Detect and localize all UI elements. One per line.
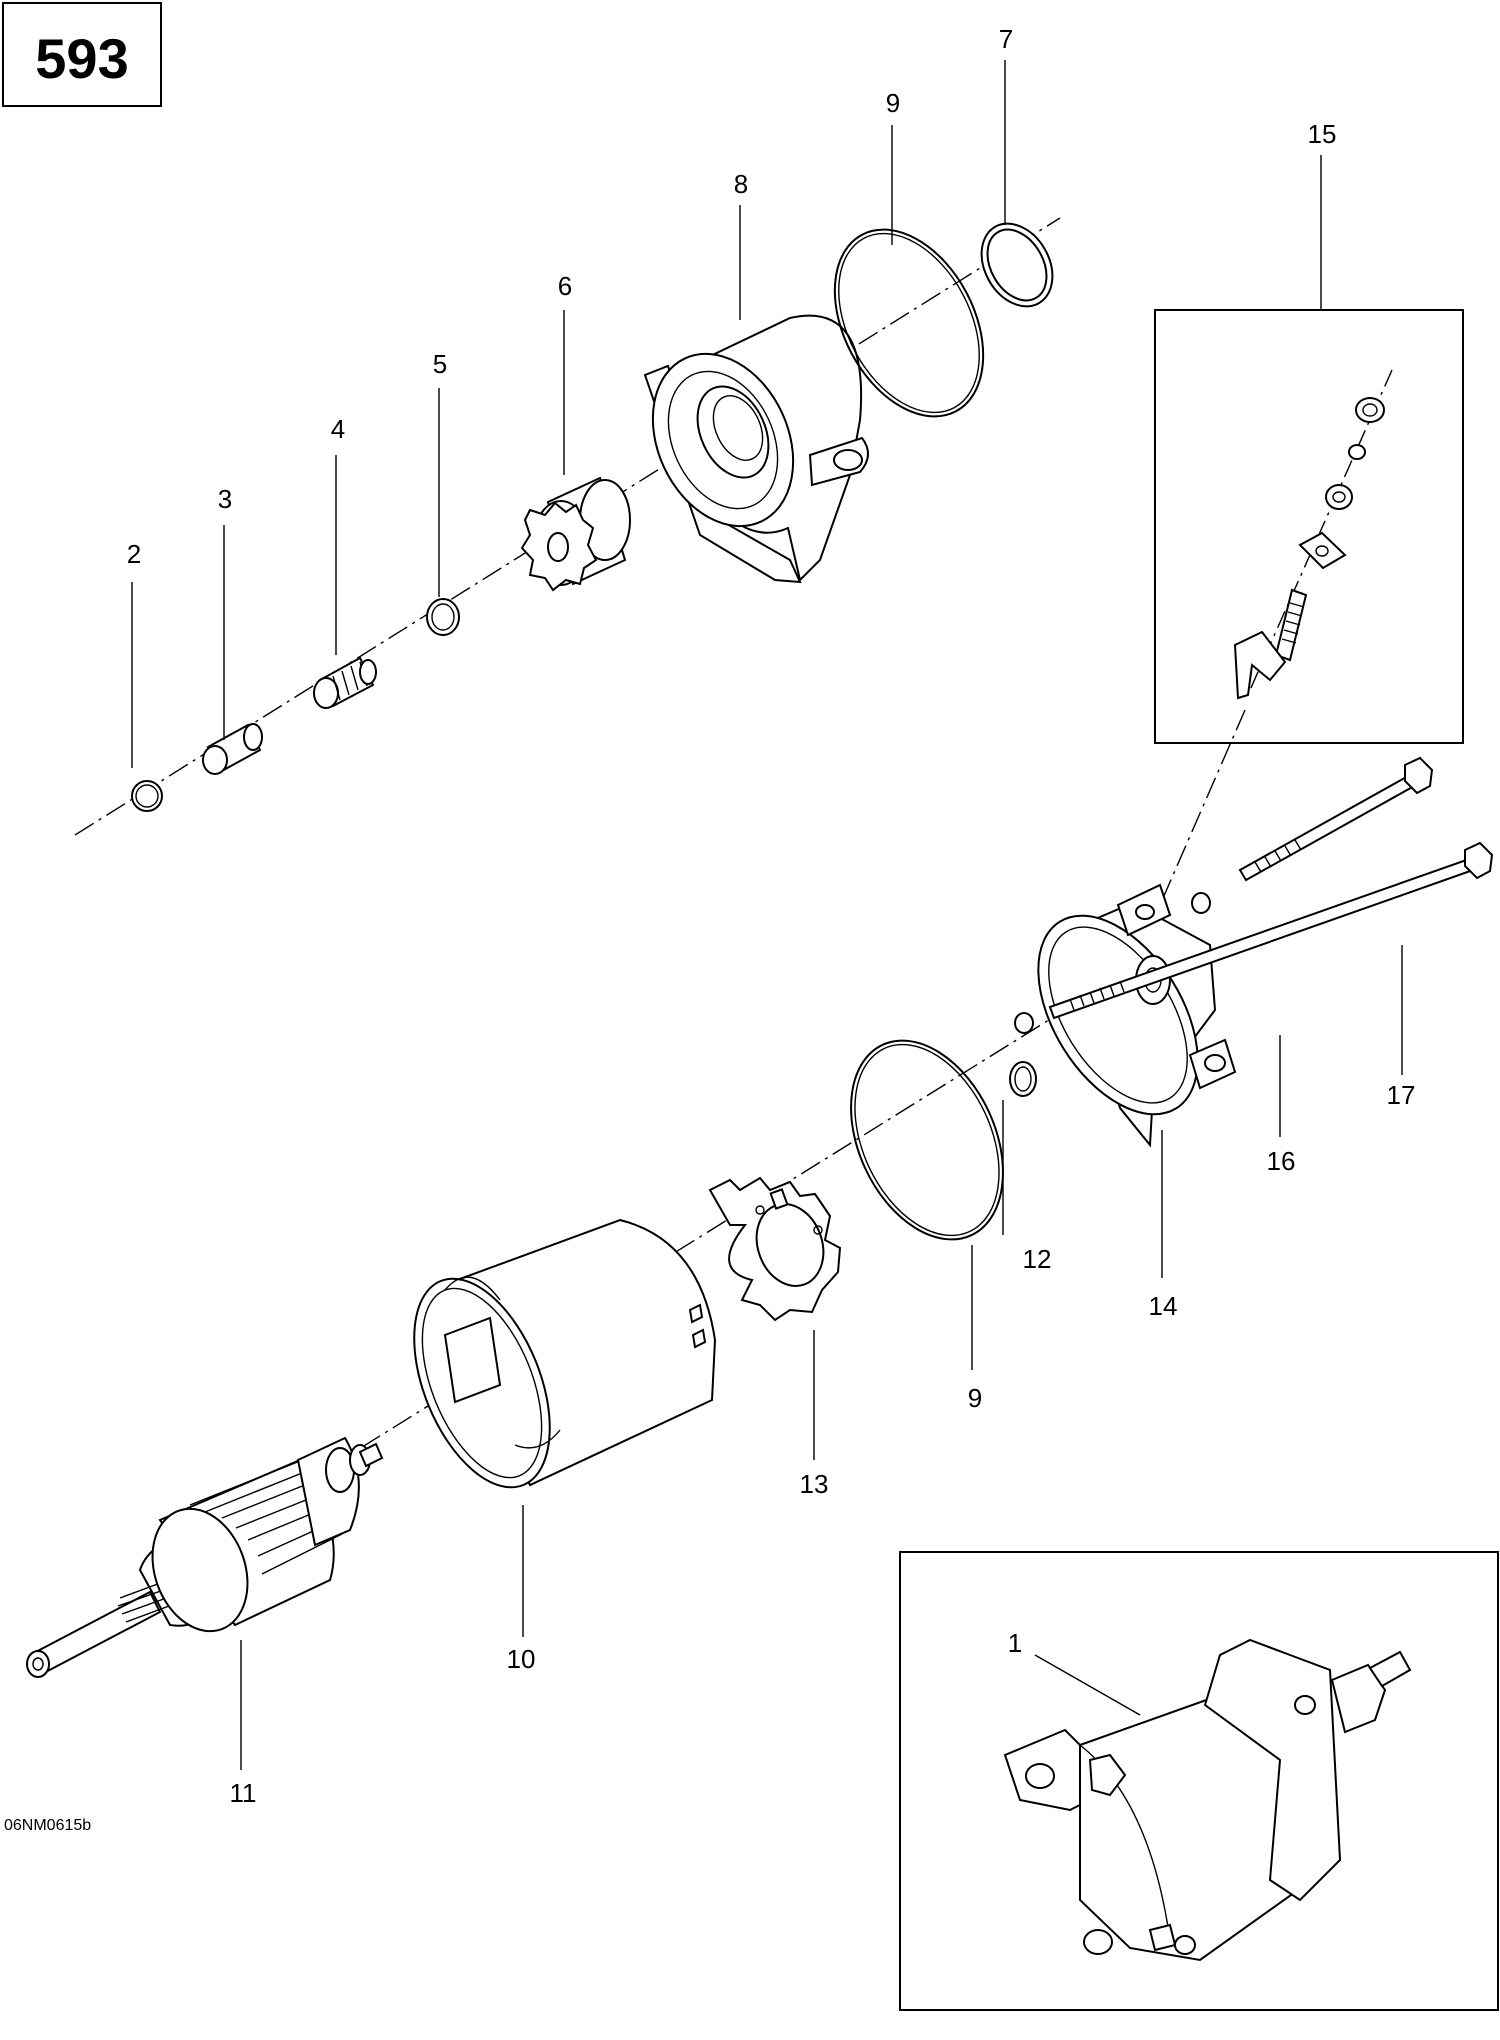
yoke-field-frame	[413, 1218, 717, 1489]
callout-4: 4	[331, 414, 345, 444]
callout-8: 8	[734, 169, 748, 199]
stop-collar	[202, 723, 263, 775]
inset-assembled-starter	[899, 1551, 1499, 2011]
thrust-washer	[426, 598, 460, 636]
callout-9-upper: 9	[886, 88, 900, 118]
callout-10: 10	[507, 1644, 536, 1674]
o-ring-upper-inner	[838, 232, 980, 414]
terminal-bolt	[1233, 588, 1308, 700]
inset-terminal-hardware	[1154, 309, 1464, 744]
through-bolt-lower	[1014, 841, 1494, 1034]
callout-labels: 1 2 3 4 5 6 7 8 9 9 10 11 12 13 14 15 16…	[127, 24, 1416, 1808]
callout-5: 5	[433, 349, 447, 379]
callout-11: 11	[230, 1778, 257, 1808]
snap-ring	[131, 780, 163, 812]
callout-6: 6	[558, 271, 572, 301]
armature	[26, 1436, 384, 1678]
return-spring	[313, 656, 377, 709]
callout-3: 3	[218, 484, 232, 514]
callout-9-lower: 9	[968, 1383, 982, 1413]
o-ring-upper	[833, 228, 985, 418]
callout-15: 15	[1308, 119, 1337, 149]
o-ring-lower-inner	[854, 1043, 1000, 1237]
callout-12: 12	[1023, 1244, 1052, 1274]
callout-2: 2	[127, 539, 141, 569]
terminal-plate	[1298, 531, 1347, 570]
brush-plate	[708, 1176, 842, 1322]
page-number-box: 593	[2, 2, 162, 107]
terminal-nut	[1355, 397, 1385, 423]
page-number: 593	[35, 27, 128, 90]
leader-lines	[131, 60, 1403, 1770]
callout-17: 17	[1387, 1080, 1416, 1110]
callout-16: 16	[1267, 1146, 1296, 1176]
small-o-ring	[1009, 1061, 1037, 1097]
callout-7: 7	[999, 24, 1013, 54]
o-ring-lower	[850, 1039, 1004, 1241]
callout-1: 1	[1008, 1628, 1022, 1658]
callout-13: 13	[800, 1469, 829, 1499]
commutator-end-housing	[1037, 883, 1237, 1148]
drawing-code: 06NM0615b	[4, 1817, 91, 1834]
callout-14: 14	[1149, 1291, 1178, 1321]
pinion-drive-gear	[520, 476, 631, 592]
oil-seal	[980, 222, 1054, 308]
through-bolt-upper	[1191, 756, 1434, 914]
terminal-lock-washer	[1348, 444, 1366, 460]
terminal-insulator	[1325, 484, 1353, 510]
drive-end-housing	[643, 314, 869, 584]
terminal-axis-line	[1159, 709, 1246, 906]
